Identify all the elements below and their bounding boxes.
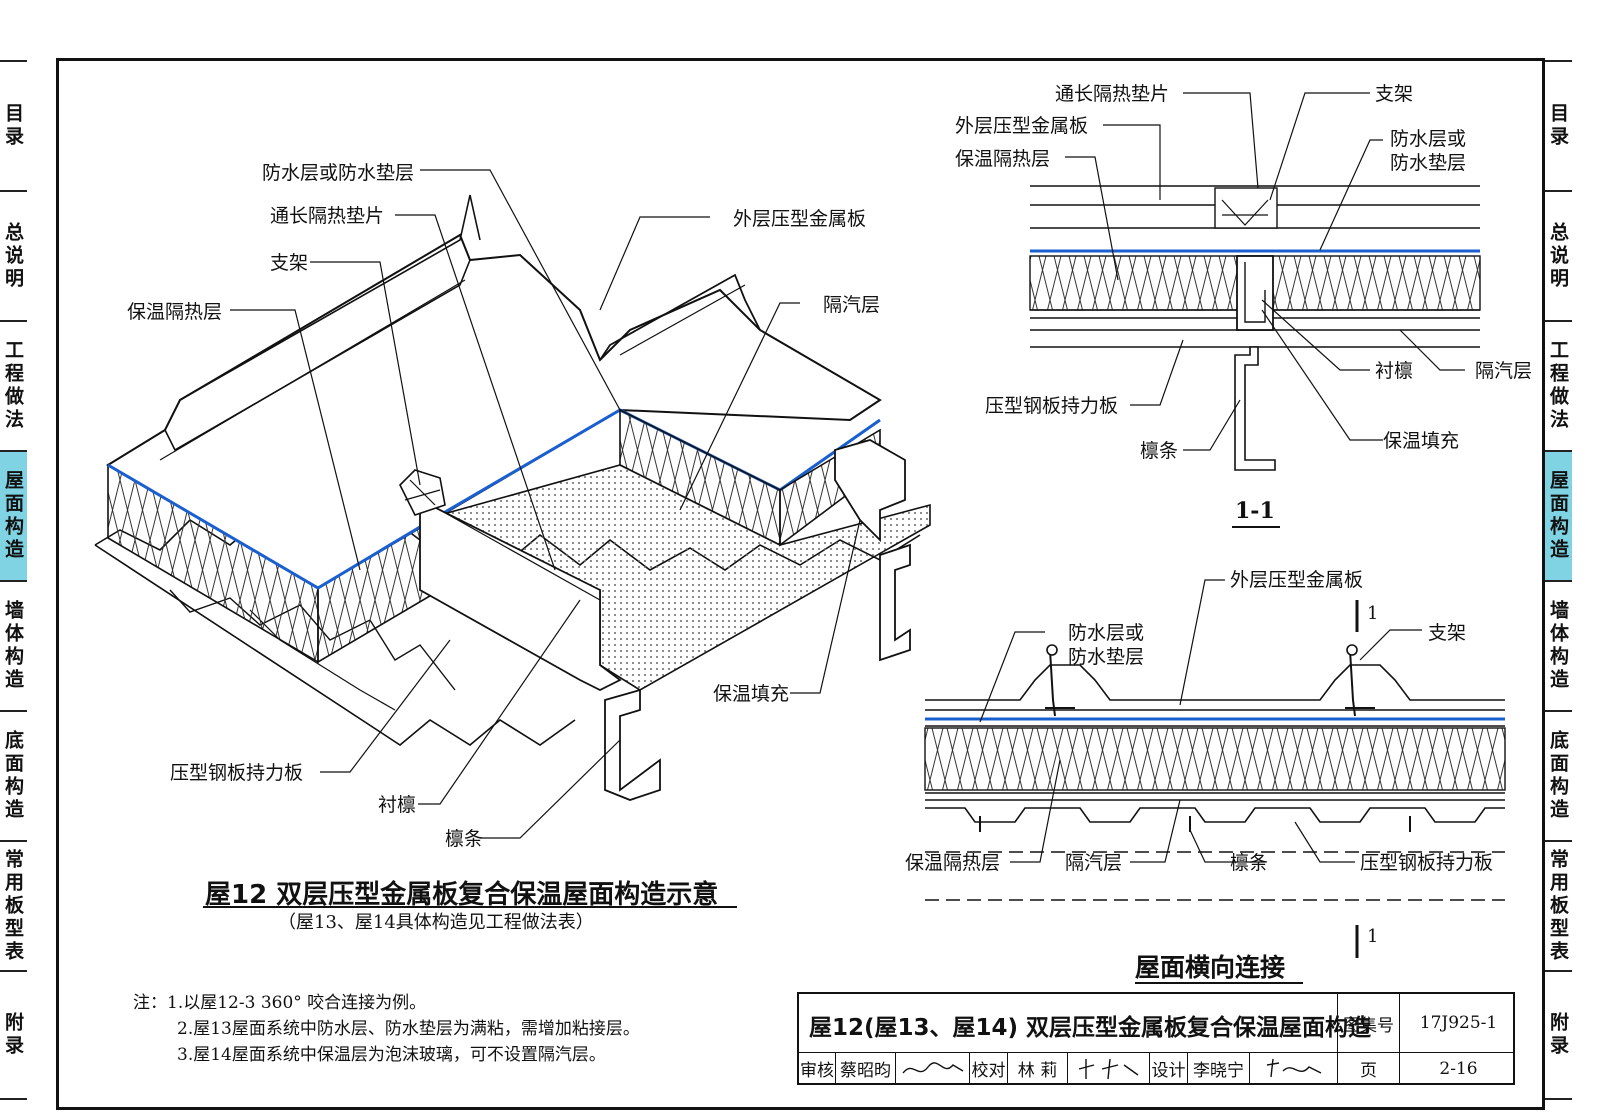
iso-label-thermal-pad: 通长隔热垫片 bbox=[270, 205, 385, 227]
tr-cut-mark-bottom: 1 bbox=[1367, 926, 1379, 947]
sec-label-purlin: 檩条 bbox=[1140, 440, 1179, 462]
tab-roof[interactable]: 屋面构造 bbox=[1545, 450, 1572, 580]
iso-outer-panel bbox=[106, 233, 882, 590]
iso-label-fill: 保温填充 bbox=[713, 683, 790, 705]
sec-label-fill: 保温填充 bbox=[1383, 430, 1460, 452]
atlas-label: 图集号 bbox=[1337, 994, 1399, 1052]
sec-label-sub-purlin: 衬檩 bbox=[1375, 360, 1414, 382]
tab-appendix[interactable]: 附录 bbox=[0, 970, 27, 1100]
side-nav-left: 目录 总说明 工程做法 屋面构造 墙体构造 底面构造 常用板型表 附录 bbox=[0, 60, 56, 1100]
page-number: 2-16 bbox=[1399, 1052, 1517, 1085]
tab-engineering[interactable]: 工程做法 bbox=[1545, 320, 1572, 450]
title-block-title: 屋12(屋13、屋14) 双层压型金属板复合保温屋面构造 bbox=[809, 1015, 1372, 1041]
tab-general[interactable]: 总说明 bbox=[0, 190, 27, 320]
transverse-insulation bbox=[924, 727, 1506, 791]
tr-label-insulation: 保温隔热层 bbox=[905, 852, 1001, 874]
tr-label-deck: 压型钢板持力板 bbox=[1360, 852, 1494, 874]
section-id: 1-1 bbox=[1235, 498, 1275, 524]
atlas-number: 17J925-1 bbox=[1399, 994, 1517, 1052]
transverse-title: 屋面横向连接 bbox=[1135, 953, 1286, 982]
tab-panels[interactable]: 常用板型表 bbox=[0, 840, 27, 970]
sec-label-insulation: 保温隔热层 bbox=[955, 148, 1051, 170]
main-subtitle: （屋13、屋14具体构造见工程做法表） bbox=[278, 912, 594, 933]
iso-label-waterproof: 防水层或防水垫层 bbox=[262, 162, 415, 184]
sec-label-bracket: 支架 bbox=[1375, 83, 1414, 105]
title-block: 屋12(屋13、屋14) 双层压型金属板复合保温屋面构造 图集号 17J925-… bbox=[797, 992, 1515, 1085]
transverse-view bbox=[924, 579, 1506, 984]
sec-label-deck: 压型钢板持力板 bbox=[985, 395, 1119, 417]
transverse-bracket-2 bbox=[1345, 649, 1375, 717]
tab-wall[interactable]: 墙体构造 bbox=[0, 580, 27, 710]
tab-catalog[interactable]: 目录 bbox=[0, 60, 27, 190]
transverse-outer-panel bbox=[925, 664, 1505, 701]
tab-general[interactable]: 总说明 bbox=[1545, 190, 1572, 320]
tab-engineering[interactable]: 工程做法 bbox=[0, 320, 27, 450]
tr-cut-mark-top: 1 bbox=[1367, 603, 1379, 624]
section-1-1-view bbox=[1029, 92, 1481, 528]
section-bracket bbox=[1214, 187, 1278, 229]
tab-catalog[interactable]: 目录 bbox=[1545, 60, 1572, 190]
sec-label-outer-panel: 外层压型金属板 bbox=[955, 115, 1089, 137]
iso-label-outer-panel: 外层压型金属板 bbox=[733, 208, 867, 230]
tab-bottom[interactable]: 底面构造 bbox=[1545, 710, 1572, 840]
tab-bottom[interactable]: 底面构造 bbox=[0, 710, 27, 840]
note-1: 注：1.以屋12-3 360° 咬合连接为例。 bbox=[133, 993, 427, 1013]
iso-label-insulation: 保温隔热层 bbox=[127, 301, 223, 323]
tr-label-waterproof-1: 防水层或 bbox=[1068, 622, 1145, 644]
check-label: 校对 bbox=[969, 1052, 1007, 1085]
transverse-bracket-1 bbox=[1045, 649, 1075, 717]
transverse-deck bbox=[925, 807, 1505, 823]
sec-label-thermal-pad: 通长隔热垫片 bbox=[1055, 83, 1170, 105]
tab-panels[interactable]: 常用板型表 bbox=[1545, 840, 1572, 970]
reviewer-name: 蔡昭昀 bbox=[835, 1052, 895, 1085]
reviewer-signature bbox=[895, 1052, 969, 1085]
iso-label-sub-purlin: 衬檩 bbox=[378, 794, 417, 816]
tr-label-purlin: 檩条 bbox=[1230, 852, 1269, 874]
tab-roof[interactable]: 屋面构造 bbox=[0, 450, 27, 580]
tr-label-outer-panel: 外层压型金属板 bbox=[1230, 569, 1364, 591]
iso-label-purlin: 檩条 bbox=[445, 828, 484, 850]
notes-block: 注：1.以屋12-3 360° 咬合连接为例。 2.屋13屋面系统中防水层、防水… bbox=[133, 990, 640, 1068]
page-label: 页 bbox=[1337, 1052, 1399, 1085]
checker-name: 林 莉 bbox=[1007, 1052, 1067, 1085]
sec-label-vapor: 隔汽层 bbox=[1475, 360, 1533, 382]
checker-signature bbox=[1067, 1052, 1149, 1085]
tab-appendix[interactable]: 附录 bbox=[1545, 970, 1572, 1100]
iso-waterproof-line bbox=[107, 408, 881, 590]
iso-label-bracket: 支架 bbox=[270, 252, 309, 274]
tr-label-vapor: 隔汽层 bbox=[1065, 852, 1123, 874]
iso-label-deck: 压型钢板持力板 bbox=[170, 762, 304, 784]
note-2: 2.屋13屋面系统中防水层、防水垫层为满粘，需增加粘接层。 bbox=[177, 1019, 640, 1039]
designer-signature bbox=[1249, 1052, 1337, 1085]
review-label: 审核 bbox=[800, 1061, 834, 1081]
tr-label-bracket: 支架 bbox=[1428, 622, 1467, 644]
note-3: 3.屋14屋面系统中保温层为泡沫玻璃，可不设置隔汽层。 bbox=[177, 1045, 606, 1065]
section-purlin bbox=[1234, 346, 1276, 471]
tab-wall[interactable]: 墙体构造 bbox=[1545, 580, 1572, 710]
designer-name: 李晓宁 bbox=[1187, 1052, 1249, 1085]
tr-label-waterproof-2: 防水垫层 bbox=[1068, 646, 1145, 668]
isometric-view bbox=[94, 169, 931, 908]
sec-label-waterproof-2: 防水垫层 bbox=[1390, 152, 1467, 174]
iso-purlin bbox=[604, 688, 661, 801]
main-title: 屋12 双层压型金属板复合保温屋面构造示意 bbox=[205, 880, 719, 910]
design-label: 设计 bbox=[1149, 1052, 1187, 1085]
sec-label-waterproof-1: 防水层或 bbox=[1390, 128, 1467, 150]
iso-sub-purlin bbox=[419, 498, 622, 692]
side-nav-right: 目录 总说明 工程做法 屋面构造 墙体构造 底面构造 常用板型表 附录 bbox=[1545, 60, 1601, 1100]
iso-label-vapor: 隔汽层 bbox=[823, 294, 881, 316]
drawing-frame bbox=[56, 58, 1545, 1110]
